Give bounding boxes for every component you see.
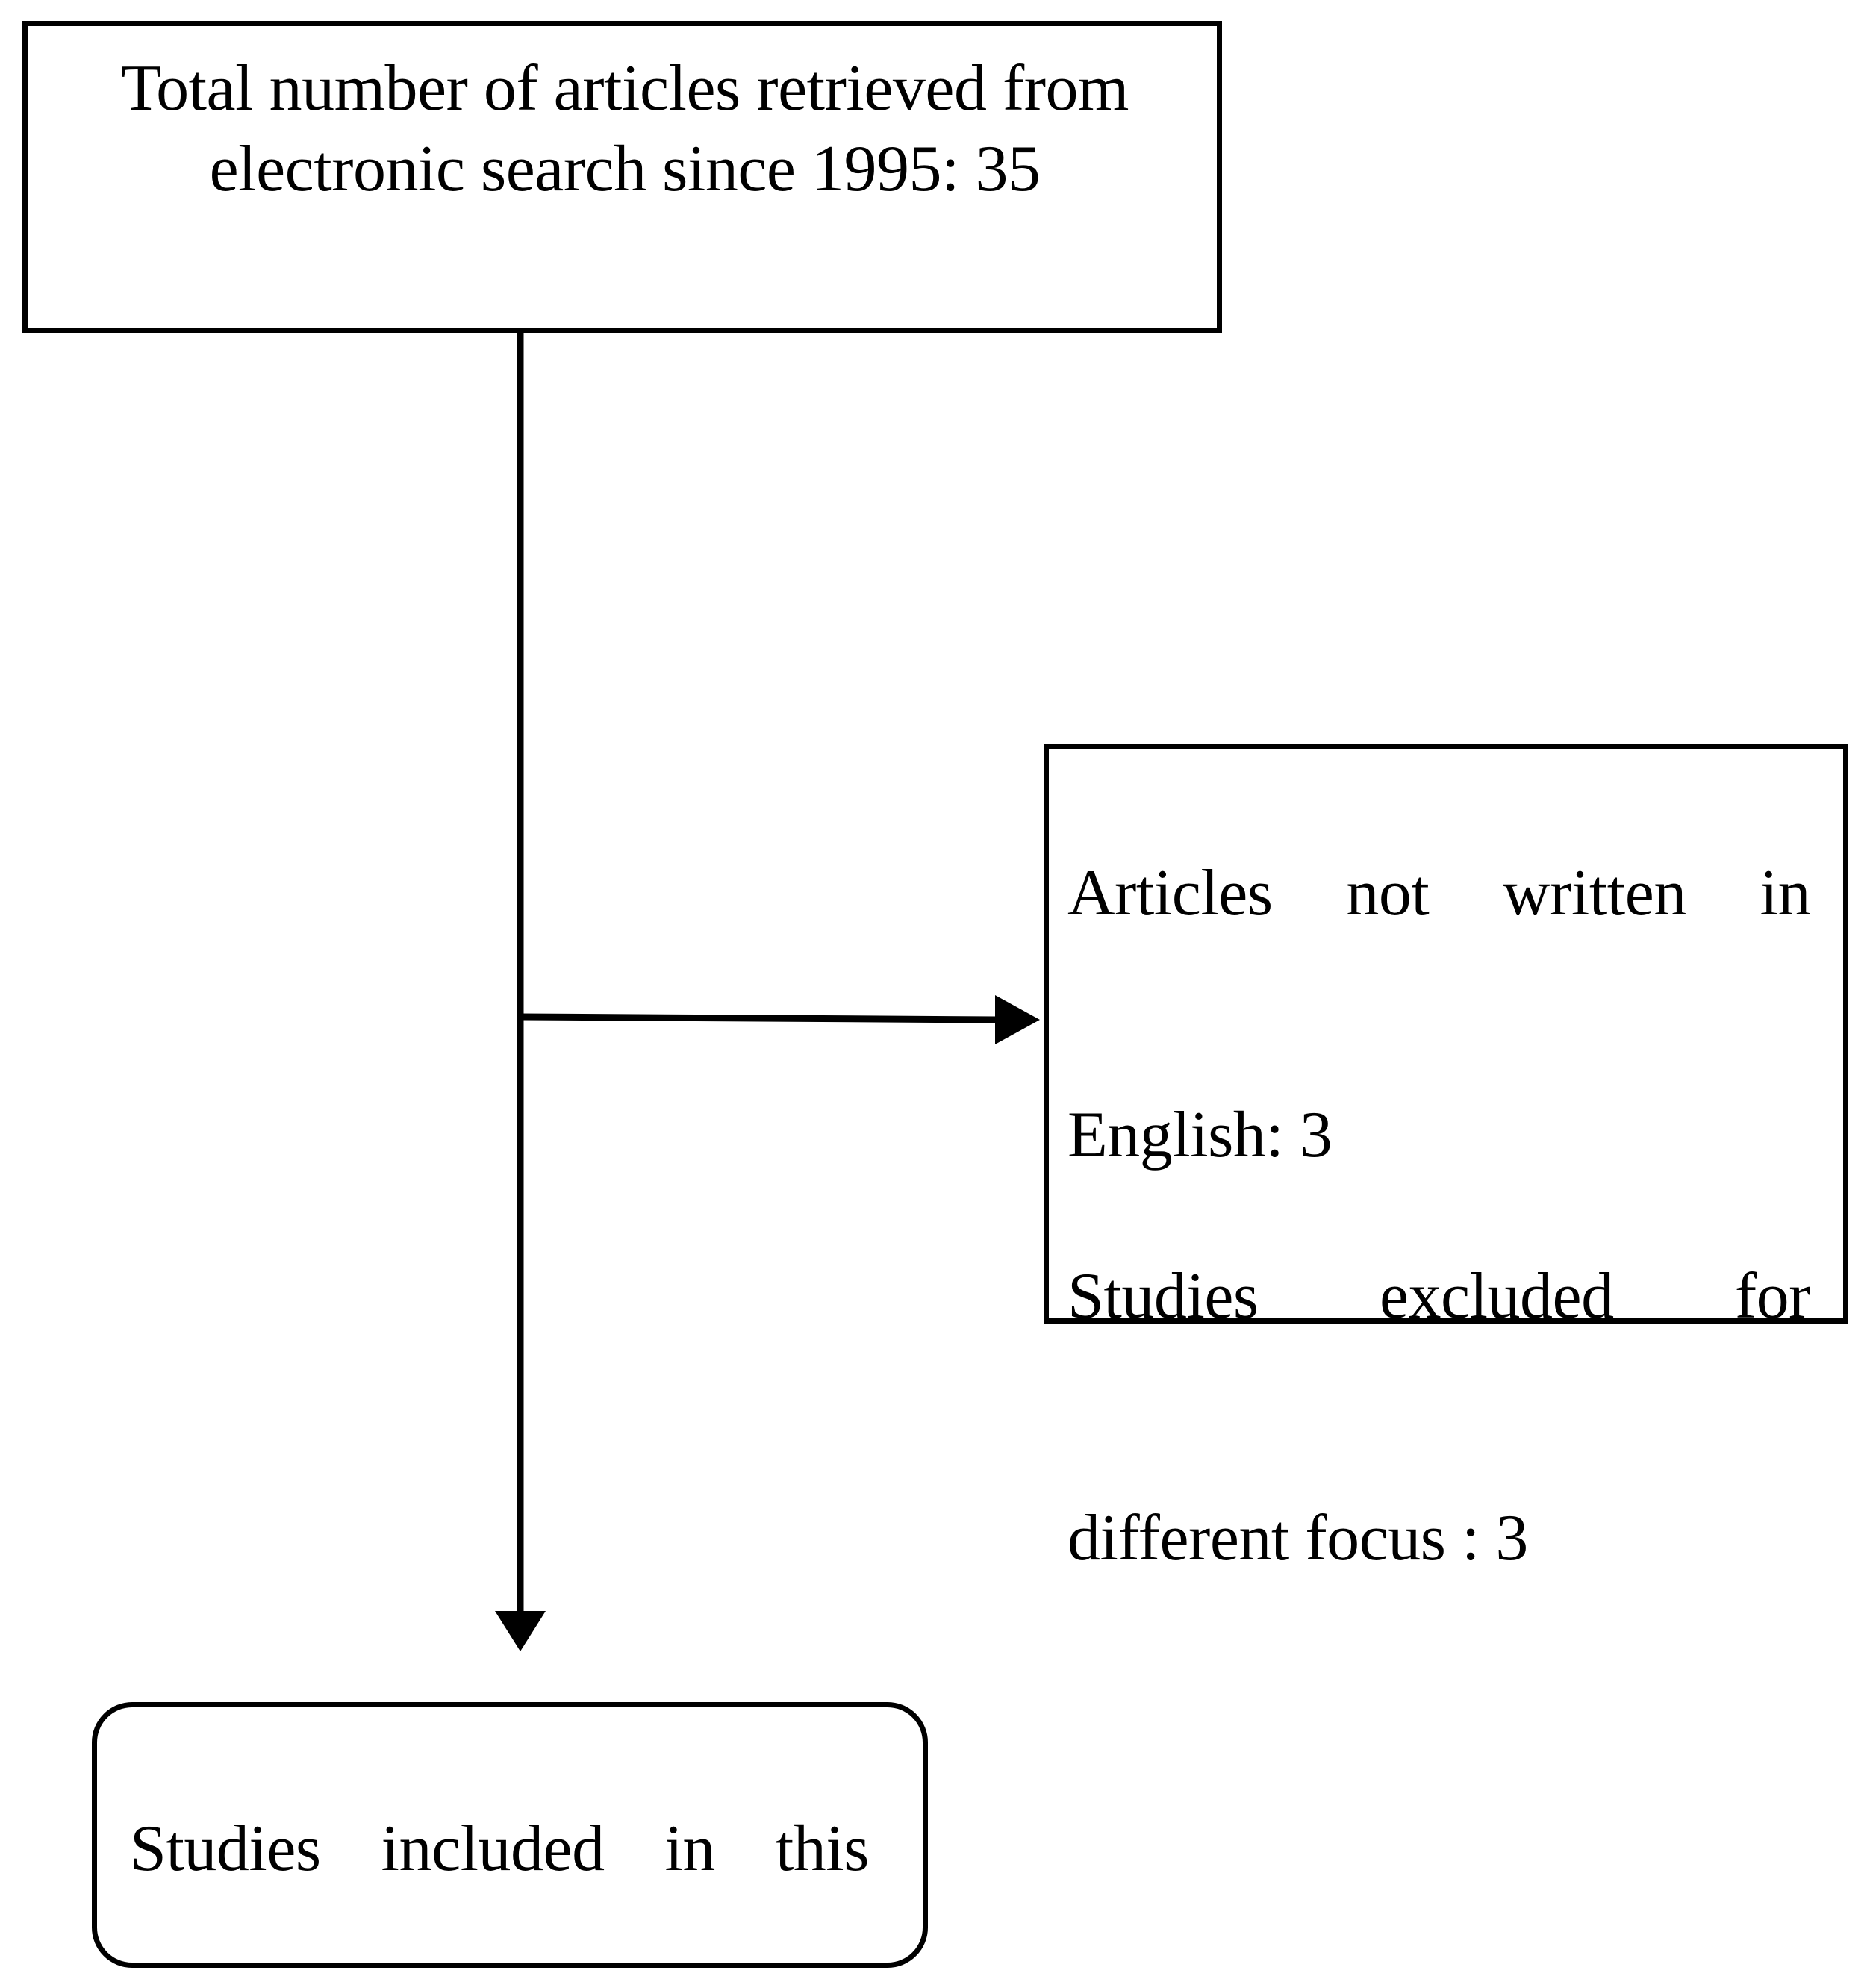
connector-source-to-excluded (520, 995, 1040, 1044)
node-included-studies-label: Studies included in this review: 29 (130, 1728, 870, 1988)
node-included-studies: Studies included in this review: 29 (92, 1702, 928, 1968)
node-excluded-articles: Articles not written in English: 3 Studi… (1044, 744, 1848, 1574)
excluded-line-1: Articles not written in (1067, 857, 1811, 929)
included-line-1: Studies included in this (130, 1813, 870, 1885)
arrowhead-down-icon (495, 1611, 546, 1651)
arrowhead-right-icon (995, 995, 1040, 1044)
node-total-articles-retrieved: Total number of articles retrieved from … (22, 21, 1222, 333)
excluded-line-4: different focus : 3 (1067, 1502, 1528, 1574)
node-total-articles-retrieved-label: Total number of articles retrieved from … (121, 52, 1129, 205)
excluded-line-2: English: 3 (1067, 1099, 1333, 1171)
connector-horizontal-line (520, 1013, 998, 1023)
connector-source-to-included (495, 332, 546, 1651)
node-excluded-articles-label: Articles not written in English: 3 Studi… (1067, 773, 1811, 1660)
excluded-line-3: Studies excluded for (1067, 1260, 1811, 1333)
